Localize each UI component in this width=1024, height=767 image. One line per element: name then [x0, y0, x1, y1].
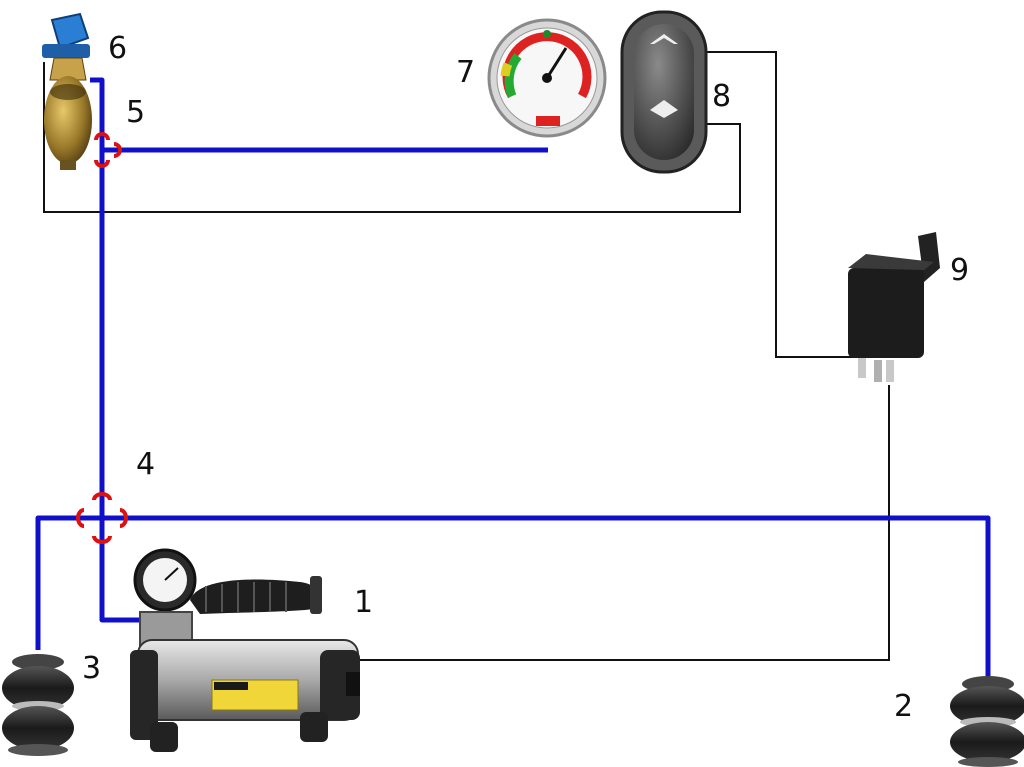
- label-2: 2: [894, 689, 913, 724]
- label-1: 1: [354, 585, 373, 620]
- label-6: 6: [108, 31, 127, 66]
- rocker-switch-icon: [622, 12, 706, 172]
- wire-relay-to-compressor: [352, 385, 889, 660]
- label-9: 9: [950, 253, 969, 288]
- air-spring-icon: [2, 654, 74, 756]
- label-5: 5: [126, 95, 145, 130]
- label-7: 7: [456, 55, 475, 90]
- relay-icon: [848, 232, 940, 382]
- air-spring-icon: [950, 676, 1024, 767]
- label-3: 3: [82, 651, 101, 686]
- valve-icon: [42, 14, 92, 170]
- label-4: 4: [136, 447, 155, 482]
- label-8: 8: [712, 79, 731, 114]
- pressure-gauge-icon: [489, 20, 605, 136]
- compressor-icon: [130, 550, 360, 752]
